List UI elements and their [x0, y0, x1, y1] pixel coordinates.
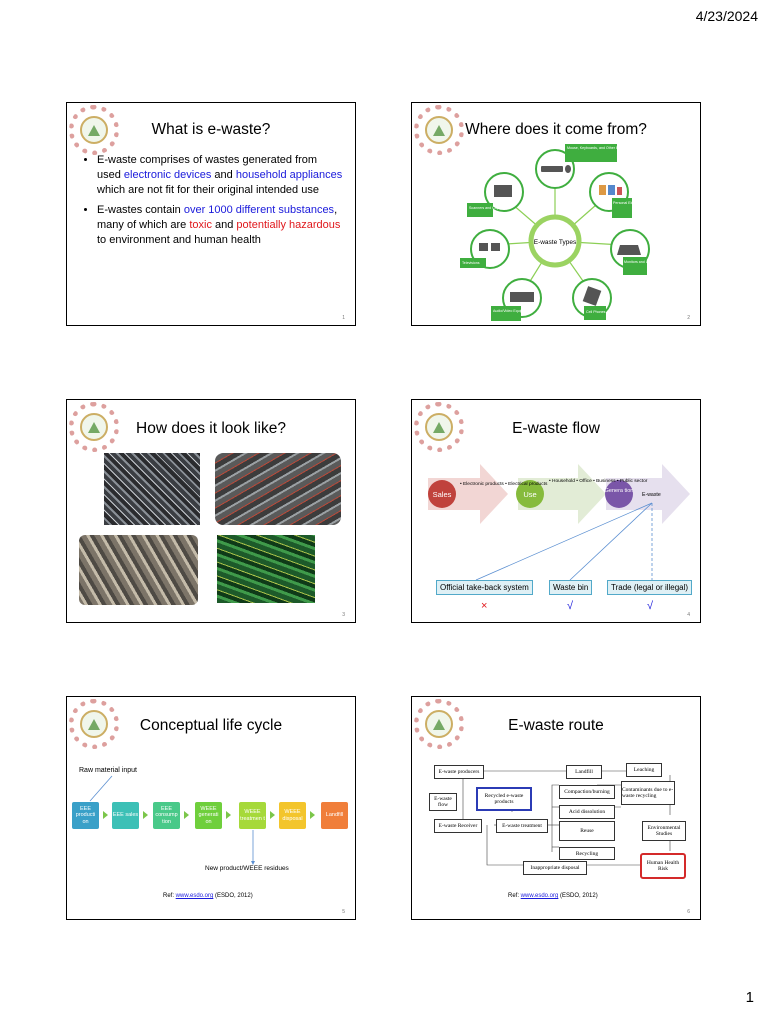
type-label-box [623, 257, 647, 275]
slide-title: Where does it come from? [465, 121, 647, 138]
slide-number: 2 [687, 315, 690, 321]
lifecycle-step: WEEE treatmen t [239, 802, 266, 829]
route-box-recycled: Recycled e-waste products [476, 787, 532, 811]
bullet-list: E-waste comprises of wastes generated fr… [85, 153, 343, 253]
lifecycle-step: WEEE disposal [279, 802, 306, 829]
lifecycle-step: WEEE generati on [195, 802, 222, 829]
route-box-treatment: E-waste treatment [496, 819, 548, 833]
university-logo [69, 699, 119, 749]
slide-conceptual-life-cycle: Conceptual life cycle Raw material input… [66, 696, 356, 920]
new-product-label: New product/WEEE residues [205, 865, 289, 872]
slide-title: Conceptual life cycle [139, 717, 283, 734]
lifecycle-step: EEE producti on [72, 802, 99, 829]
slide-number: 3 [342, 612, 345, 618]
bullet-item: E-waste comprises of wastes generated fr… [97, 153, 343, 198]
destination-trade: Trade (legal or illegal) [607, 580, 693, 595]
slide-title: What is e-waste? [151, 121, 271, 138]
stage-circle-label: Use [523, 490, 536, 499]
reference-link[interactable]: www.esdo.org [175, 893, 214, 899]
slide-number: 6 [687, 909, 690, 915]
flow-diagram: Sales Use Genera tion • Electronic produ… [428, 464, 690, 581]
raw-material-label: Raw material input [79, 767, 137, 774]
type-label-box [612, 198, 632, 218]
route-box-inappropriate: Inappropriate disposal [523, 861, 587, 875]
lifecycle-step: EEE consump tion [153, 802, 180, 829]
slide-number: 4 [687, 612, 690, 618]
arrow-icon [184, 811, 189, 819]
route-box-flow: E-waste flow [429, 793, 457, 811]
route-box-environmental: Environmental Studies [642, 821, 686, 841]
reference: Ref: www.esdo.org (ESDO, 2012) [508, 893, 598, 899]
slide-title: E-waste route [508, 717, 604, 734]
type-label: Audio/Video Equipment [493, 309, 531, 313]
reference: Ref: www.esdo.org (ESDO, 2012) [163, 893, 253, 899]
cross-mark: × [481, 600, 488, 612]
type-label-box [491, 306, 521, 321]
route-box-producers: E-waste producers [434, 765, 484, 779]
university-logo [414, 105, 464, 155]
ewaste-photo-dump [215, 453, 341, 525]
route-box-leaching: Leaching [626, 763, 662, 777]
slide-number: 5 [342, 909, 345, 915]
lifecycle-connectors [89, 775, 255, 865]
university-logo [414, 402, 464, 452]
page-date: 4/23/2024 [695, 8, 758, 24]
type-label: Monitors and Laptops [624, 260, 659, 264]
route-box-contaminants: Contaminants due to e-waste recycling [621, 781, 675, 805]
slide-title: How does it look like? [136, 420, 286, 437]
slide-where-does-it-come-from: Where does it come from? E-waste Types [411, 102, 701, 326]
lifecycle-step: Landfill [321, 802, 348, 829]
route-box-recycling: Recycling [559, 847, 615, 860]
type-label-box [584, 306, 606, 320]
route-box-receiver: E-waste Receiver [434, 819, 482, 833]
center-label: E-waste Types [534, 239, 577, 246]
stage-items: • Electronic products • Electrical produ… [460, 481, 548, 487]
slide-number: 1 [342, 315, 345, 321]
bullet-item: E-wastes contain over 1000 different sub… [97, 203, 343, 248]
ewaste-photo-scrap [79, 535, 198, 605]
destination-official-takeback: Official take-back system [436, 580, 533, 595]
route-box-acid: Acid dissolution [559, 805, 615, 819]
type-label-box [467, 203, 493, 217]
type-label: Scanners and Copiers [469, 206, 505, 210]
university-logo [414, 699, 464, 749]
slide-how-does-it-look: How does it look like? 3 [66, 399, 356, 623]
check-mark: √ [647, 600, 654, 612]
stage-circle-label: Sales [433, 490, 452, 499]
slide-what-is-ewaste: What is e-waste? E-waste comprises of wa… [66, 102, 356, 326]
arrow-icon [270, 811, 275, 819]
stage-items: E-waste [642, 492, 661, 498]
stage-circle-label: Genera tion [605, 488, 634, 494]
stage-items: • Household • Office • Business • Public… [549, 478, 648, 484]
type-label: Mouse, Keyboards, and Other Electronic D… [567, 146, 646, 150]
university-logo [69, 105, 119, 155]
route-box-health: Human Health Risk [640, 853, 686, 879]
type-label: Televisions [462, 261, 480, 265]
slide-ewaste-route: E-waste route E-waste producers Landfill… [411, 696, 701, 920]
arrow-icon [103, 811, 108, 819]
route-box-compaction: Compaction/burning [559, 785, 615, 799]
page-number: 1 [745, 989, 754, 1006]
ewaste-photo-circuit-boards [217, 535, 315, 603]
ewaste-photo-monitors [104, 453, 200, 525]
ewaste-types-diagram: E-waste Types [460, 144, 659, 321]
arrow-icon [143, 811, 148, 819]
type-label-box [565, 144, 617, 162]
type-label: Personal Electronic Devices [613, 201, 658, 205]
slide-title: E-waste flow [512, 420, 600, 437]
destination-waste-bin: Waste bin [549, 580, 593, 595]
arrow-icon [310, 811, 315, 819]
route-box-reuse: Reuse [559, 821, 615, 841]
check-mark: √ [567, 600, 574, 612]
arrow-icon [226, 811, 231, 819]
university-logo [69, 402, 119, 452]
reference-link[interactable]: www.esdo.org [520, 893, 559, 899]
slide-ewaste-flow: E-waste flow Sales Use Genera tion • Ele… [411, 399, 701, 623]
route-box-landfill: Landfill [566, 765, 602, 779]
type-label-box [460, 258, 486, 268]
lifecycle-step: EEE sales [112, 802, 139, 829]
type-label: Cell Phones [586, 310, 606, 314]
